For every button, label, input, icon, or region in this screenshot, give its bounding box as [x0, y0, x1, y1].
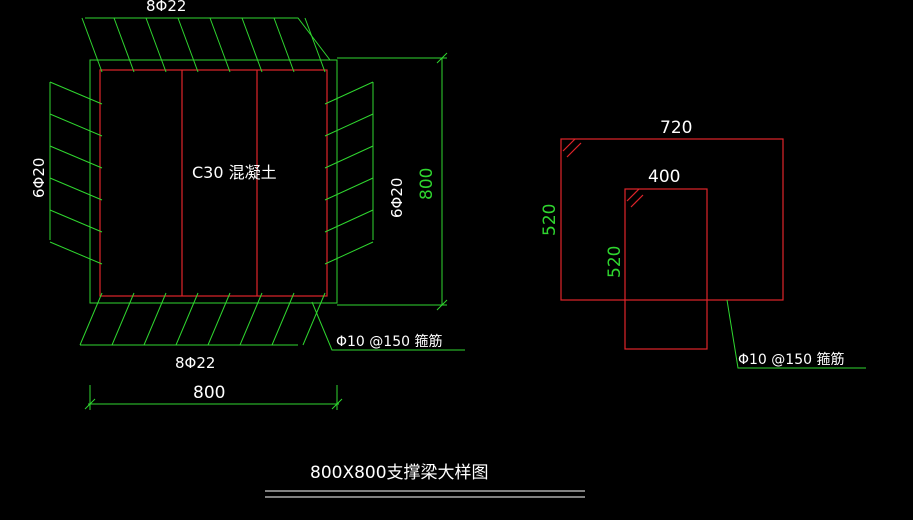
right-leader-line — [324, 241, 374, 265]
top-leader-line — [273, 17, 295, 73]
top-leader-frame — [85, 17, 331, 61]
beam-outline — [89, 59, 338, 304]
left-leader-line — [49, 81, 103, 105]
outer-width-label: 720 — [660, 118, 692, 138]
top-leader-line — [81, 17, 103, 73]
left-rebar-leaders — [49, 81, 103, 265]
drawing-title: 800X800支撑梁大样图 — [310, 463, 489, 483]
right-section: 720 400 520 520 Φ10 @150 箍筋 — [540, 118, 866, 369]
outer-stirrup — [560, 138, 784, 301]
left-leader-line — [49, 241, 103, 265]
height-dimension: 800 — [337, 52, 448, 311]
inner-width-label: 400 — [648, 167, 680, 187]
inner-height-label: 520 — [605, 246, 625, 278]
outer-height-label: 520 — [540, 204, 560, 236]
left-leader-line — [49, 177, 103, 201]
right-stirrup-note: Φ10 @150 箍筋 — [738, 351, 844, 368]
right-leader-line — [324, 209, 374, 233]
left-leader-line — [49, 145, 103, 169]
top-leader-line — [304, 17, 326, 73]
top-leader-line — [113, 17, 135, 73]
bottom-leader-line — [143, 292, 167, 346]
top-leader-line — [145, 17, 167, 73]
top-rebar-label: 8Φ22 — [146, 0, 186, 15]
bottom-leader-line — [302, 292, 326, 346]
drawing-title-block: 800X800支撑梁大样图 — [265, 463, 585, 498]
top-leader-line — [209, 17, 231, 73]
height-dim-text: 800 — [417, 168, 437, 200]
width-dimension: 800 — [84, 383, 343, 410]
right-leader-line — [324, 81, 374, 105]
left-leader-line — [49, 113, 103, 137]
bottom-leader-line — [271, 292, 295, 346]
left-stirrup-note: Φ10 @150 箍筋 — [336, 333, 442, 350]
concrete-grade-label: C30 混凝土 — [192, 163, 277, 182]
top-leader-line — [177, 17, 199, 73]
inner-stirrup — [624, 188, 708, 350]
bottom-leader-line — [239, 292, 263, 346]
width-dim-text: 800 — [193, 383, 225, 403]
right-stirrup-callout: Φ10 @150 箍筋 — [726, 299, 866, 369]
left-side-rebar-label: 6Φ20 — [30, 158, 48, 198]
right-side-rebar-label: 6Φ20 — [388, 178, 406, 218]
top-leader-line — [241, 17, 263, 73]
bottom-leader-line — [79, 292, 103, 346]
right-leader-line — [324, 177, 374, 201]
left-stirrup-callout: Φ10 @150 箍筋 — [311, 301, 465, 351]
stirrup-outline — [99, 69, 328, 297]
bottom-rebar-label: 8Φ22 — [175, 354, 215, 372]
right-leader-line — [324, 113, 374, 137]
bottom-leader-line — [175, 292, 199, 346]
top-rebar-leaders — [81, 17, 326, 73]
bottom-leader-line — [111, 292, 135, 346]
left-section: 8Φ22 8Φ22 6Φ20 6Φ20 C30 混凝土 800 — [30, 0, 465, 410]
right-rebar-leaders — [324, 81, 374, 265]
right-leader-line — [324, 145, 374, 169]
left-leader-line — [49, 209, 103, 233]
bottom-rebar-leaders — [79, 292, 326, 346]
bottom-leader-line — [207, 292, 231, 346]
